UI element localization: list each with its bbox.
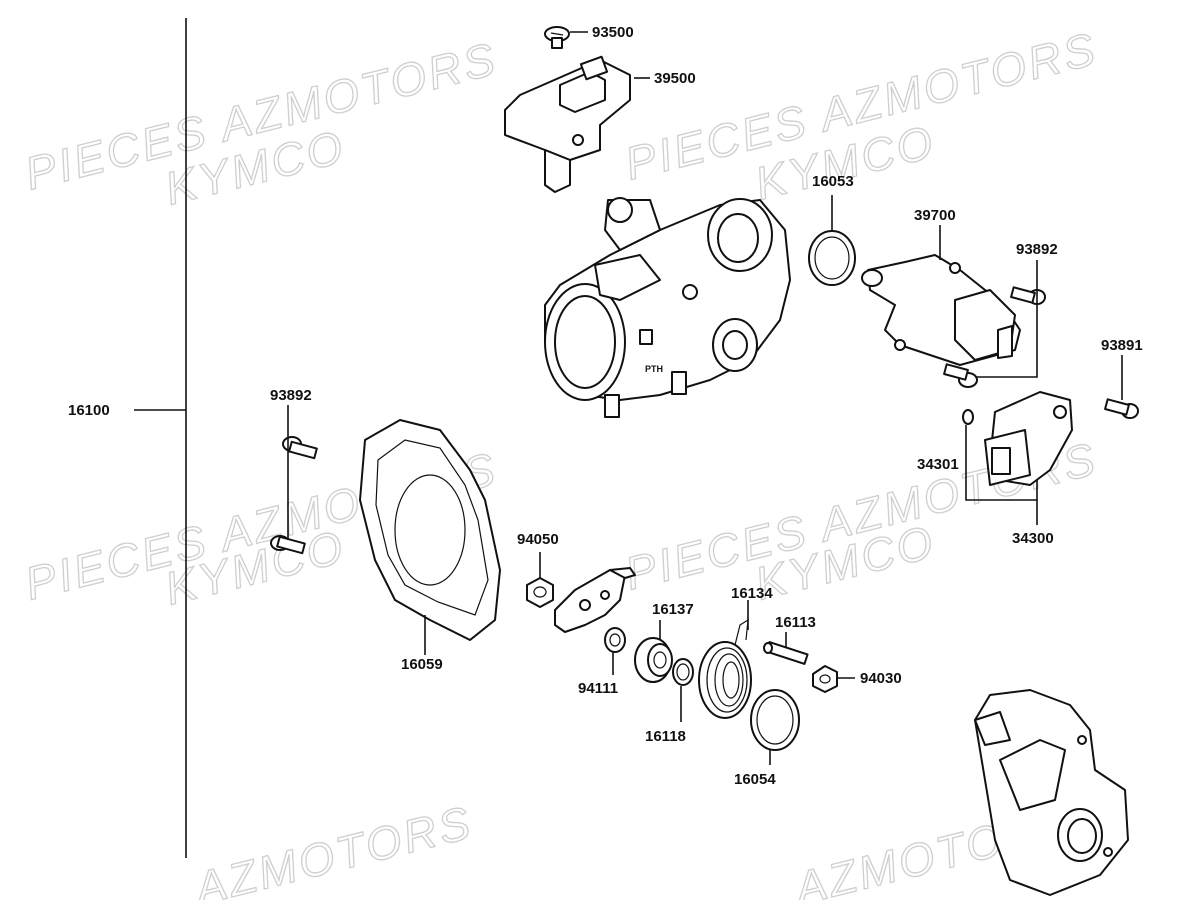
cover-16059 [359, 419, 501, 655]
label-93891: 93891 [1101, 337, 1143, 354]
label-93892: 93892 [1016, 241, 1058, 258]
screws-93892-left [270, 405, 318, 555]
idle-control-valve-39700 [861, 225, 1021, 366]
label-16059: 16059 [401, 656, 443, 673]
throttle-cover-lower [974, 689, 1129, 896]
o-ring-16054 [750, 689, 800, 765]
spring-16134 [698, 600, 752, 719]
label-34300: 34300 [1012, 530, 1054, 547]
screw-93500 [544, 26, 588, 49]
pin-16113 [763, 632, 809, 665]
washer-94111 [604, 627, 626, 675]
screws-93892-right [943, 260, 1046, 388]
map-sensor-39500 [504, 55, 650, 193]
label-94111: 94111 [578, 680, 618, 697]
label-94050: 94050 [517, 531, 559, 548]
label-16100: 16100 [68, 402, 110, 419]
label-16053: 16053 [812, 173, 854, 190]
position-sensor-34300 [962, 391, 1073, 525]
throttle-lever [554, 567, 636, 633]
label-34301: 34301 [917, 456, 959, 473]
label-16118: 16118 [645, 728, 686, 745]
label-16137: 16137 [652, 601, 694, 618]
ring-16118 [672, 658, 694, 722]
label-93892: 93892 [270, 387, 312, 404]
label-39500: 39500 [654, 70, 696, 87]
label-16054: 16054 [734, 771, 776, 788]
throttle-body: PTH [544, 197, 791, 418]
assembly-bracket-16100 [134, 18, 187, 858]
svg-text:PTH: PTH [645, 364, 663, 374]
o-ring-16053 [808, 195, 856, 286]
label-39700: 39700 [914, 207, 956, 224]
label-16113: 16113 [775, 614, 816, 631]
bearing-16137 [634, 620, 673, 683]
screw-93891 [1104, 355, 1139, 419]
watermark-text: AZMOTORS [187, 796, 478, 900]
part-labels: 93500 39500 16053 39700 93892 93891 1610… [68, 24, 1143, 788]
nut-94050 [526, 552, 554, 608]
label-16134: 16134 [731, 585, 773, 602]
label-94030: 94030 [860, 670, 902, 687]
nut-94030 [812, 665, 855, 693]
label-93500: 93500 [592, 24, 634, 41]
